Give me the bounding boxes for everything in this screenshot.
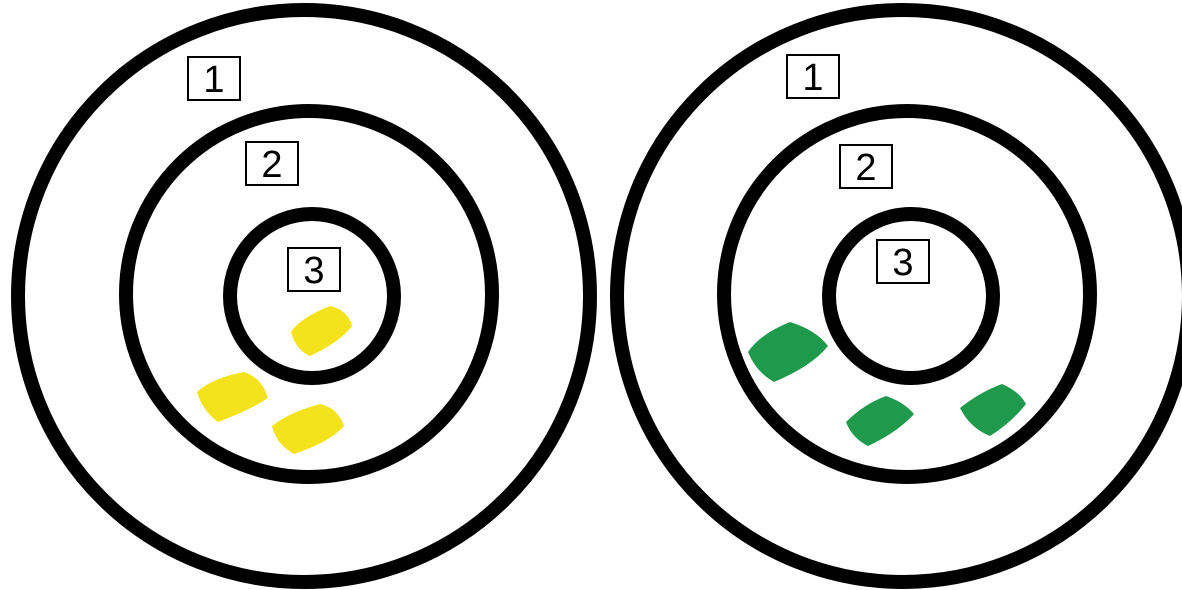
middle-ring [724,111,1090,477]
inner-ring [829,214,993,378]
bean-bag [272,404,344,454]
bean-bag [291,306,352,356]
ring-label-3: 3 [877,240,929,284]
bean-bag [960,384,1026,436]
ring-label-3-text: 3 [303,250,324,292]
ring-label-1-text: 1 [203,59,224,101]
outer-ring [617,10,1182,582]
ring-label-1-text: 1 [802,57,823,99]
bean-bag [748,322,828,382]
ring-label-3-text: 3 [892,242,913,284]
target-left: 1 2 3 [18,10,590,582]
target-right: 1 2 3 [617,10,1182,582]
ring-label-2-text: 2 [261,144,282,186]
ring-label-1: 1 [188,57,240,101]
ring-label-2: 2 [246,142,298,186]
outer-ring [18,10,590,582]
bean-bag [846,396,914,446]
ring-label-3: 3 [288,248,340,292]
ring-label-1: 1 [787,55,839,99]
ring-label-2-text: 2 [855,147,876,189]
ring-label-2: 2 [840,145,892,189]
bean-bag [197,372,268,422]
